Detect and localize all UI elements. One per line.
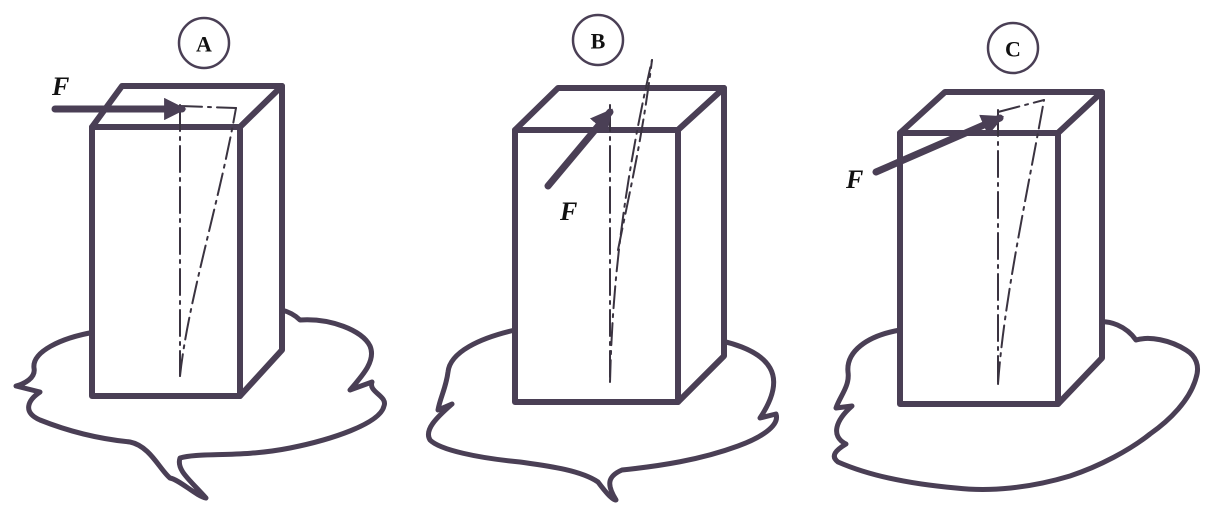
force-arrow-c [872,114,1005,176]
deflection-top-a [179,105,237,109]
force-label-b: F [559,197,577,226]
panel-c: F C [831,21,1201,492]
panel-label-circle-c [986,21,1040,75]
block-c [897,89,1105,407]
block-side-face-c [1055,89,1105,407]
block-front-face-c [897,130,1061,407]
panel-a: F A [13,16,387,501]
force-label-c: F [845,165,863,194]
block-a [89,83,285,399]
panel-label-c: C [1005,37,1021,62]
panel-label-a: A [196,32,212,57]
deflected-axis-a [179,107,237,377]
block-side-face-b [675,85,727,405]
block-front-face-b [512,127,681,405]
force-label-a: F [51,72,69,101]
block-b [512,85,727,405]
panel-label-circle-a [177,16,231,70]
block-front-face-a [89,124,243,399]
force-arrow-b [544,108,614,190]
block-side-face-a [237,83,285,399]
deflected-axis-b-right [617,59,653,251]
panel-b: F B [426,13,779,503]
deflected-axis-c [997,99,1045,385]
deflection-top-c [997,99,1045,113]
panel-label-b: B [591,29,606,54]
panel-label-circle-b [571,13,625,67]
